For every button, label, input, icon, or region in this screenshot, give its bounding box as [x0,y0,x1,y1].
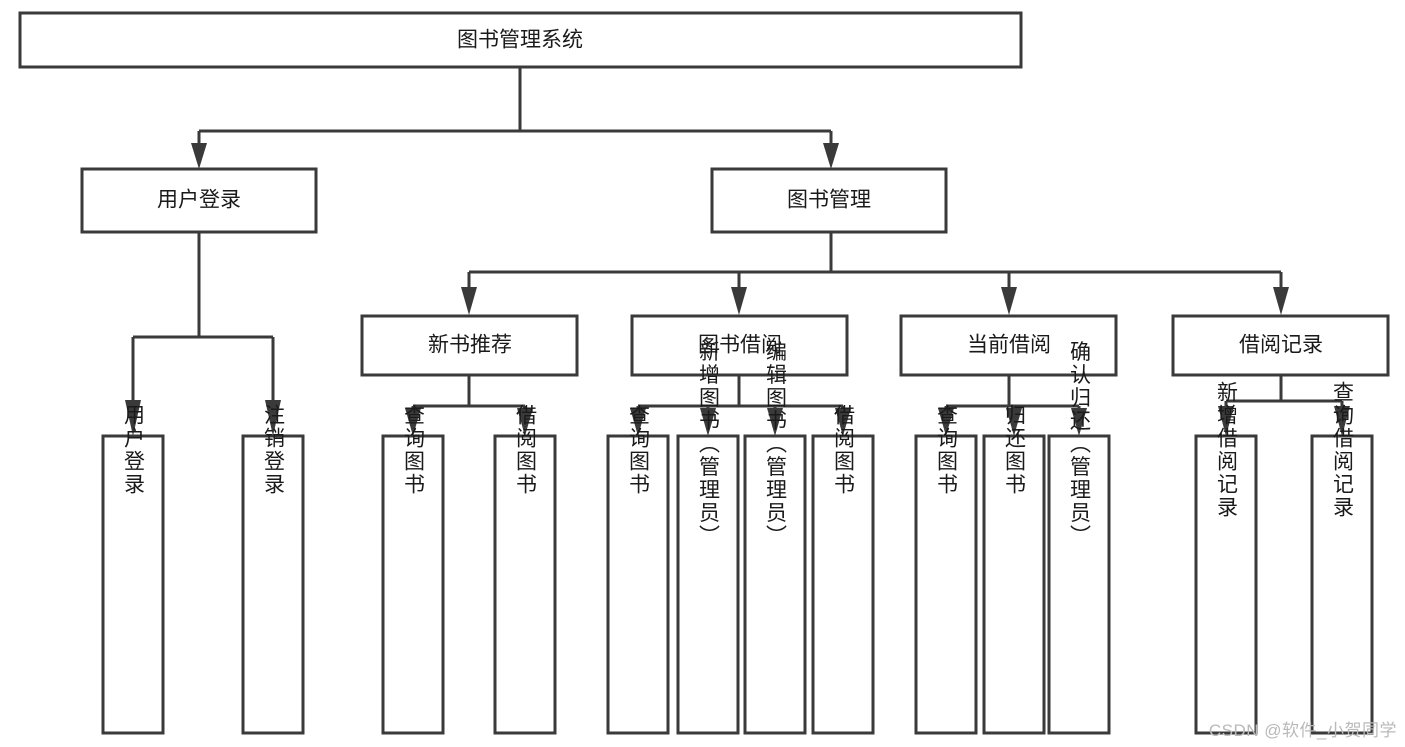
leaf-book-borrow-add[interactable]: 新增图书（管理员） [676,341,740,735]
node-borrow-record[interactable]: 借阅记录 [1171,314,1390,377]
node-root[interactable]: 图书管理系统 [18,11,1023,69]
leaf-new-book-query-label: 查询图书 [402,404,426,496]
csdn-watermark: CSDN @软件_小贺同学 [1208,721,1397,740]
leaf-borrow-record-query-label: 查询借阅记录 [1331,381,1355,519]
connector-group-book-borrow [630,375,851,436]
leaf-current-borrow-query[interactable]: 查询图书 [914,404,978,735]
leaf-current-borrow-return[interactable]: 归还图书 [982,404,1046,735]
leaf-new-book-borrow-label: 借阅图书 [514,404,538,496]
leaf-current-borrow-confirm[interactable]: 确认归还（管理员） [1047,341,1111,735]
node-borrow-record-label: 借阅记录 [1239,334,1323,357]
leaf-new-book-query[interactable]: 查询图书 [381,404,445,735]
node-book-management-label: 图书管理 [787,189,871,212]
connector-group-root [191,67,839,169]
node-current-borrow-label: 当前借阅 [967,334,1051,357]
leaf-book-borrow-query[interactable]: 查询图书 [606,404,670,735]
leaf-new-book-borrow[interactable]: 借阅图书 [493,404,557,735]
leaf-user-login-login[interactable]: 用户登录 [101,404,165,735]
leaf-book-borrow-borrow-label: 借阅图书 [832,404,856,496]
node-book-borrow[interactable]: 图书借阅 [630,314,849,377]
leaf-borrow-record-add[interactable]: 新增借阅记录 [1194,381,1258,735]
leaf-current-borrow-query-label: 查询图书 [935,404,959,496]
node-new-book-recommend[interactable]: 新书推荐 [360,314,579,377]
node-root-label: 图书管理系统 [457,29,583,52]
leaf-book-borrow-add-label: 新增图书（管理员） [697,341,721,548]
node-book-borrow-label: 图书借阅 [698,334,782,357]
leaf-user-login-logout-label: 注销登录 [262,404,286,496]
connector-group-current-borrow [938,375,1087,436]
leaf-book-borrow-edit[interactable]: 编辑图书（管理员） [743,341,807,735]
leaf-current-borrow-confirm-label: 确认归还（管理员） [1068,341,1092,548]
leaf-book-borrow-edit-label: 编辑图书（管理员） [764,341,788,548]
node-book-management[interactable]: 图书管理 [710,167,948,234]
leaf-book-borrow-borrow[interactable]: 借阅图书 [811,404,875,735]
leaf-borrow-record-query[interactable]: 查询借阅记录 [1310,381,1374,735]
leaf-book-borrow-query-label: 查询图书 [627,404,651,496]
connector-group-book-management [461,232,1289,315]
leaf-current-borrow-return-label: 归还图书 [1003,404,1027,496]
leaf-borrow-record-add-label: 新增借阅记录 [1215,381,1239,519]
connector-group-user-login [125,232,281,436]
leaf-user-login-logout[interactable]: 注销登录 [241,404,305,735]
node-current-borrow[interactable]: 当前借阅 [899,314,1118,377]
node-user-login[interactable]: 用户登录 [80,167,318,234]
connector-group-borrow-record [1218,375,1350,436]
leaf-user-login-login-label: 用户登录 [122,404,146,496]
connector-group-new-book [405,375,533,436]
node-user-login-label: 用户登录 [157,189,241,212]
node-new-book-recommend-label: 新书推荐 [428,334,512,357]
